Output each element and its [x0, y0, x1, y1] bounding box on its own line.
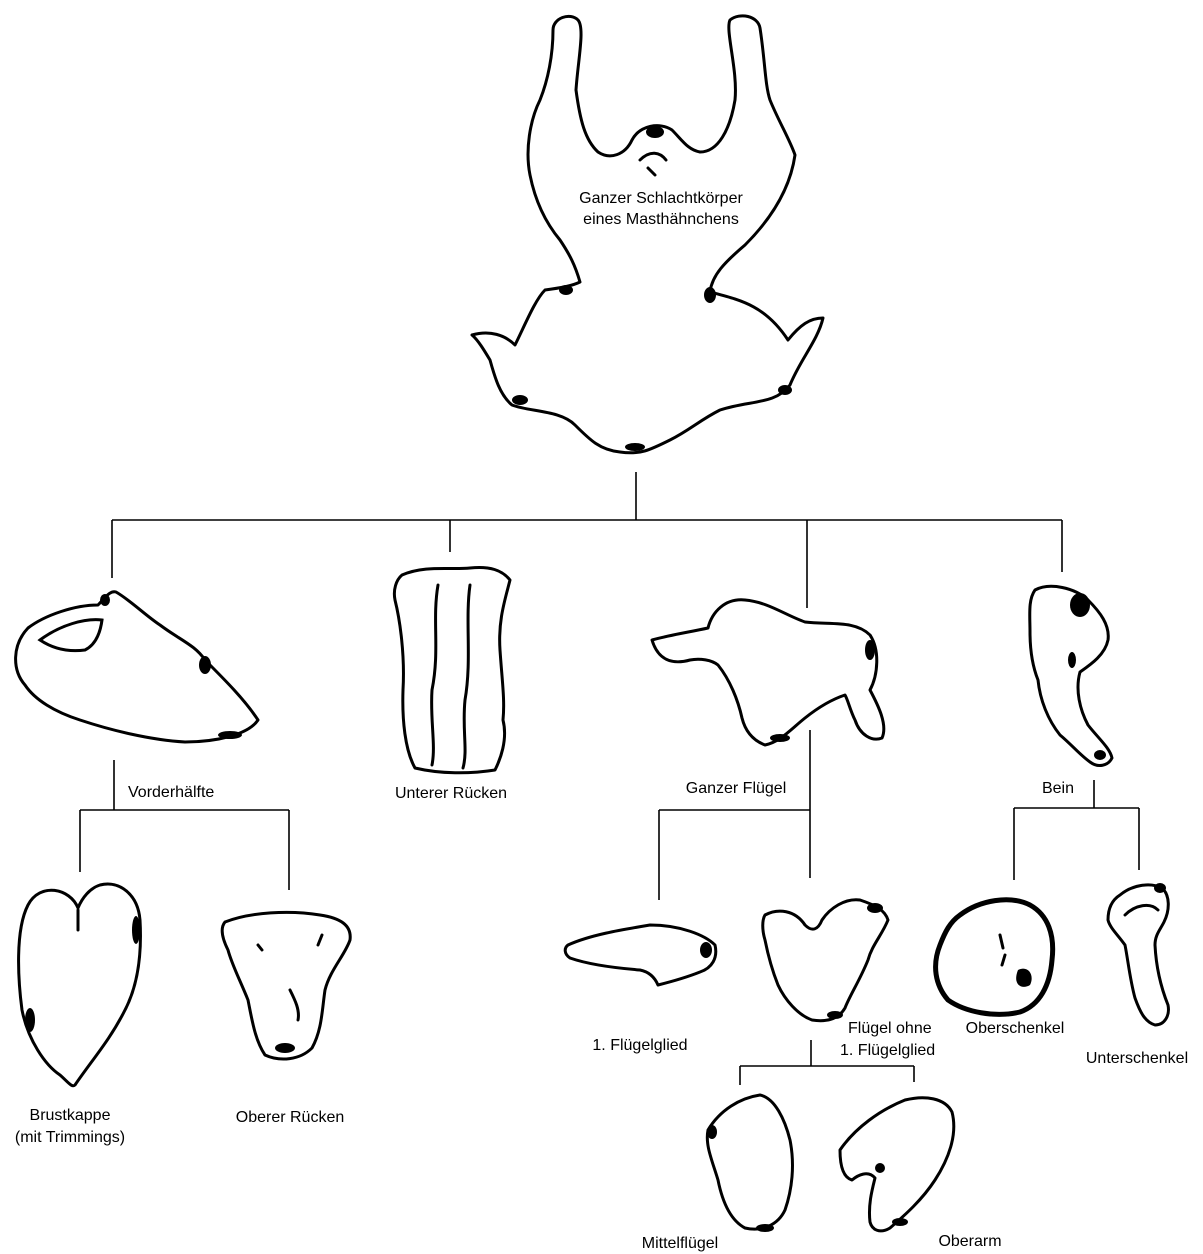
upper-arm-label: Oberarm — [938, 1233, 1001, 1250]
breast-cap-label-line1: Brustkappe — [30, 1107, 111, 1124]
whole-carcass-illustration — [472, 16, 823, 453]
drumstick-illustration — [1108, 883, 1168, 1025]
lower-back-illustration — [394, 568, 510, 773]
leg-illustration — [1030, 586, 1112, 765]
upper-back-label: Oberer Rücken — [236, 1109, 345, 1126]
wing-tip-label: 1. Flügelglied — [592, 1037, 687, 1054]
wing-without-tip-label-line1: Flügel ohne — [848, 1020, 932, 1037]
connectors-leg — [1014, 780, 1139, 880]
upper-arm-illustration — [840, 1098, 954, 1231]
breast-cap-illustration — [19, 884, 141, 1086]
middle-wing-illustration — [707, 1095, 792, 1232]
upper-back-illustration — [222, 912, 350, 1059]
connectors-level-1 — [112, 472, 1062, 608]
thigh-label: Oberschenkel — [966, 1020, 1065, 1037]
connectors-whole-wing — [659, 730, 810, 900]
front-half-illustration — [16, 592, 258, 742]
whole-wing-illustration — [652, 600, 884, 745]
whole-wing-label: Ganzer Flügel — [686, 780, 787, 797]
connectors-front-half — [80, 760, 289, 890]
front-half-label: Vorderhälfte — [128, 784, 214, 801]
wing-without-tip-label-line2: 1. Flügelglied — [840, 1042, 935, 1059]
middle-wing-label: Mittelflügel — [642, 1235, 718, 1252]
lower-back-label: Unterer Rücken — [395, 785, 507, 802]
thigh-illustration — [936, 900, 1053, 1015]
breast-cap-label-line2: (mit Trimmings) — [15, 1129, 125, 1146]
wing-without-tip-illustration — [763, 900, 888, 1021]
drumstick-label: Unterschenkel — [1086, 1050, 1188, 1067]
wing-tip-illustration — [565, 925, 716, 985]
leg-label: Bein — [1042, 780, 1074, 797]
whole-carcass-label-line1: Ganzer Schlachtkörper — [579, 190, 743, 207]
whole-carcass-label-line2: eines Masthähnchens — [583, 211, 739, 228]
